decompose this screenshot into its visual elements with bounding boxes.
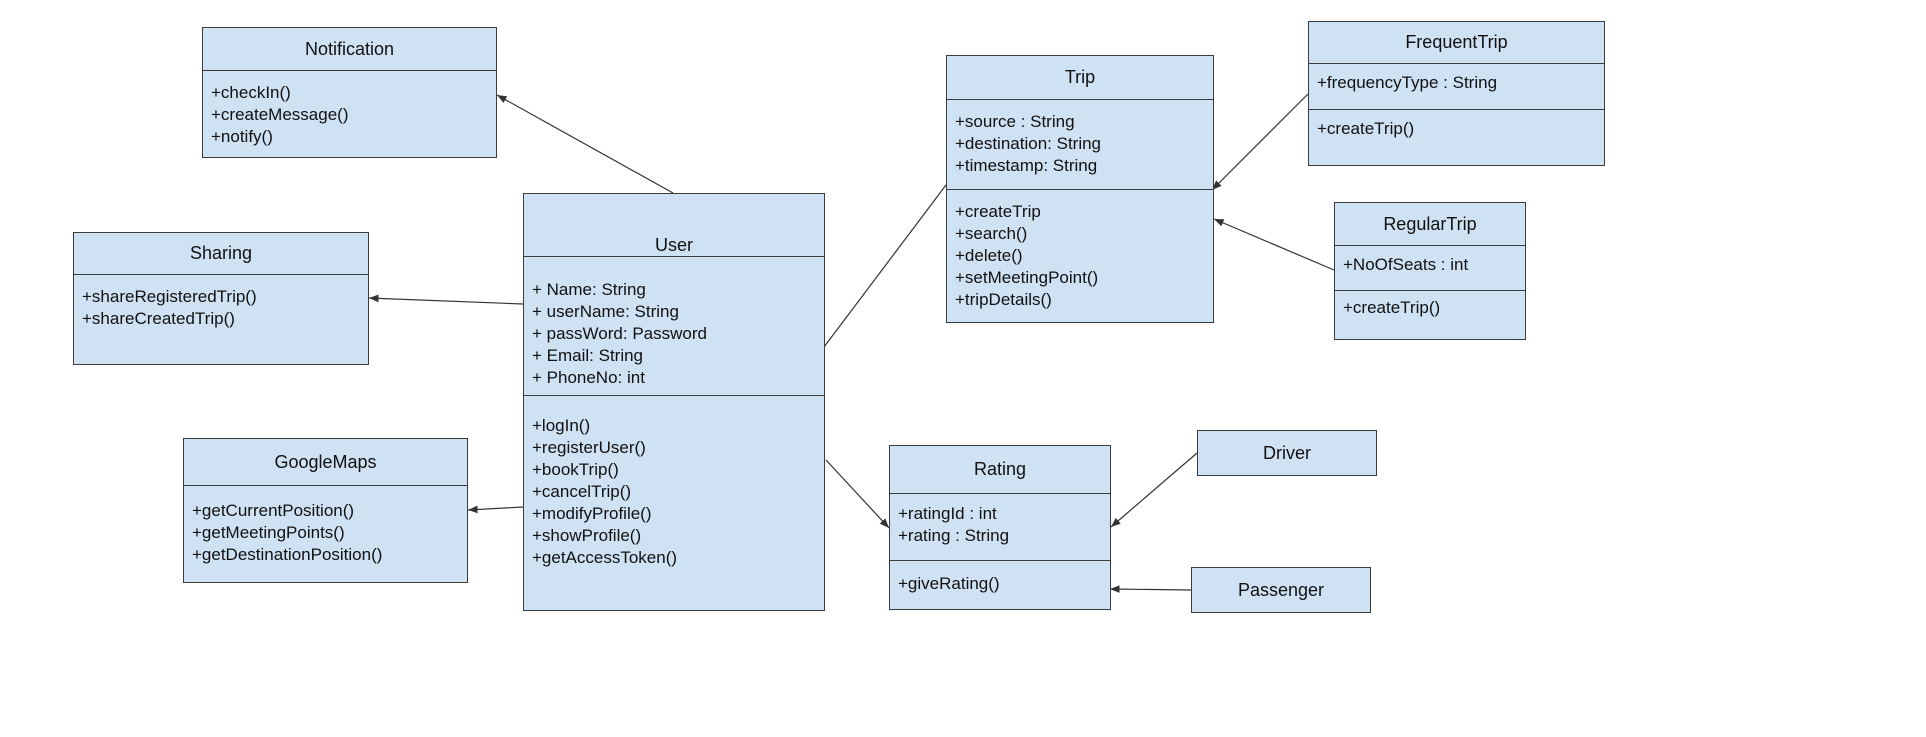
class-regulartrip-attributes: +NoOfSeats : int xyxy=(1335,246,1525,291)
class-user-methods: +logIn() +registerUser() +bookTrip() +ca… xyxy=(524,396,824,569)
attribute: +frequencyType : String xyxy=(1317,73,1498,92)
method: +createTrip xyxy=(955,202,1041,221)
class-trip-attributes: +source : String +destination: String +t… xyxy=(947,100,1213,190)
method: +logIn() xyxy=(532,416,591,435)
class-trip: Trip +source : String +destination: Stri… xyxy=(946,55,1214,323)
driver-to-rating-arrow xyxy=(1110,452,1198,528)
class-notification: Notification +checkIn() +createMessage()… xyxy=(202,27,497,158)
method: +createMessage() xyxy=(211,105,349,124)
method: +getAccessToken() xyxy=(532,548,678,567)
class-driver: Driver xyxy=(1197,430,1377,476)
attribute: +timestamp: String xyxy=(955,156,1098,175)
method: +showProfile() xyxy=(532,526,642,545)
class-trip-methods: +createTrip +search() +delete() +setMeet… xyxy=(947,190,1213,311)
method: +getMeetingPoints() xyxy=(192,523,345,542)
attribute: +rating : String xyxy=(898,526,1010,545)
attribute: + Email: String xyxy=(532,346,644,365)
class-notification-methods: +checkIn() +createMessage() +notify() xyxy=(203,71,496,148)
class-user: User + Name: String + userName: String +… xyxy=(523,193,825,611)
class-user-attributes: + Name: String + userName: String + pass… xyxy=(524,257,824,396)
user-to-googlemaps-arrow xyxy=(467,505,524,514)
class-rating-title: Rating xyxy=(890,446,1110,494)
method: +registerUser() xyxy=(532,438,646,457)
class-rating-attributes: +ratingId : int +rating : String xyxy=(890,494,1110,561)
class-sharing-title: Sharing xyxy=(74,233,368,275)
class-googlemaps-title: GoogleMaps xyxy=(184,439,467,486)
method: +cancelTrip() xyxy=(532,482,632,501)
class-regulartrip-methods: +createTrip() xyxy=(1335,291,1525,319)
class-regulartrip: RegularTrip +NoOfSeats : int +createTrip… xyxy=(1334,202,1526,340)
class-driver-title: Driver xyxy=(1263,442,1311,463)
class-googlemaps: GoogleMaps +getCurrentPosition() +getMee… xyxy=(183,438,468,583)
user-to-trip-line xyxy=(823,184,947,348)
class-sharing: Sharing +shareRegisteredTrip() +shareCre… xyxy=(73,232,369,365)
class-regulartrip-title: RegularTrip xyxy=(1335,203,1525,246)
attribute: + userName: String xyxy=(532,302,679,321)
method: +giveRating() xyxy=(898,574,1000,593)
class-frequenttrip-title: FrequentTrip xyxy=(1309,22,1604,64)
attribute: +NoOfSeats : int xyxy=(1343,255,1469,274)
class-notification-title: Notification xyxy=(203,28,496,71)
method: +delete() xyxy=(955,246,1023,265)
method: +shareRegisteredTrip() xyxy=(82,287,257,306)
method: +createTrip() xyxy=(1343,298,1441,317)
class-googlemaps-methods: +getCurrentPosition() +getMeetingPoints(… xyxy=(184,486,467,566)
method: +bookTrip() xyxy=(532,460,619,479)
class-passenger-title: Passenger xyxy=(1237,579,1325,600)
method: +search() xyxy=(955,224,1028,243)
class-rating-methods: +giveRating() xyxy=(890,561,1110,595)
method: +getDestinationPosition() xyxy=(192,545,383,564)
method: +shareCreatedTrip() xyxy=(82,309,235,328)
method: +checkIn() xyxy=(211,83,291,102)
attribute: +destination: String xyxy=(955,134,1102,153)
method: +modifyProfile() xyxy=(532,504,652,523)
frequenttrip-to-trip-arrow xyxy=(1211,93,1309,191)
class-trip-title: Trip xyxy=(947,56,1213,100)
method: +createTrip() xyxy=(1317,119,1415,138)
user-to-sharing-arrow xyxy=(368,294,524,305)
user-to-notification-arrow xyxy=(496,94,674,194)
attribute: +ratingId : int xyxy=(898,504,997,523)
attribute: +source : String xyxy=(955,112,1075,131)
attribute: + passWord: Password xyxy=(532,324,707,343)
attribute: + PhoneNo: int xyxy=(532,368,645,387)
method: +tripDetails() xyxy=(955,290,1052,309)
passenger-to-rating-arrow xyxy=(1109,585,1192,593)
class-passenger: Passenger xyxy=(1191,567,1371,613)
method: +setMeetingPoint() xyxy=(955,268,1099,287)
user-to-rating-arrow xyxy=(825,459,890,529)
class-frequenttrip-attributes: +frequencyType : String xyxy=(1309,64,1604,110)
method: +notify() xyxy=(211,127,273,146)
method: +getCurrentPosition() xyxy=(192,501,355,520)
class-sharing-methods: +shareRegisteredTrip() +shareCreatedTrip… xyxy=(74,275,368,330)
class-rating: Rating +ratingId : int +rating : String … xyxy=(889,445,1111,610)
regulartrip-to-trip-arrow xyxy=(1213,218,1335,271)
class-user-title: User xyxy=(524,194,824,257)
class-frequenttrip-methods: +createTrip() xyxy=(1309,110,1604,140)
attribute: + Name: String xyxy=(532,280,646,299)
class-frequenttrip: FrequentTrip +frequencyType : String +cr… xyxy=(1308,21,1605,166)
